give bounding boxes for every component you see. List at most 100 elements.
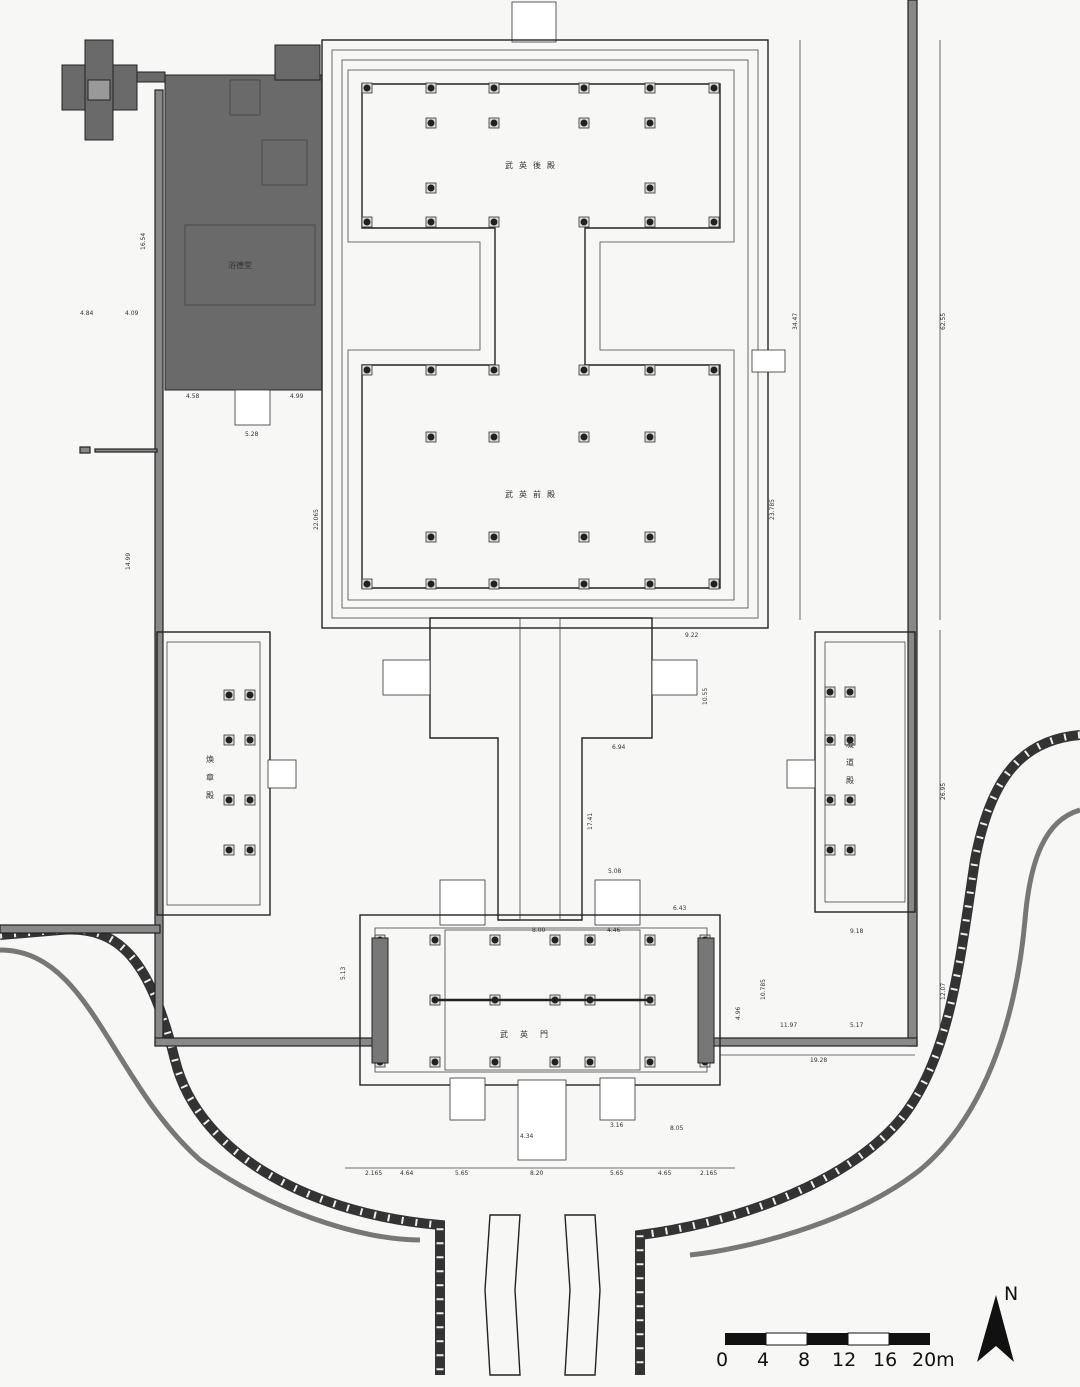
column [646,184,654,192]
svg-text:17.41: 17.41 [587,813,594,830]
svg-text:8.00: 8.00 [532,927,546,934]
west-hall-label: 煥章殿 [206,754,215,809]
front-hall-label: 武英前殿 [505,489,561,499]
scale-label-8: 8 [798,1349,810,1371]
svg-text:2.165: 2.165 [365,1170,382,1177]
column [580,366,588,374]
svg-text:4.64: 4.64 [400,1170,414,1177]
column [710,366,718,374]
column [826,846,834,854]
column [225,796,233,804]
svg-text:19.28: 19.28 [810,1057,827,1064]
column [427,218,435,226]
svg-text:10.785: 10.785 [760,979,767,1000]
gate-label: 武英門 [500,1029,560,1039]
svg-text:5.65: 5.65 [610,1170,624,1177]
svg-text:16.54: 16.54 [140,233,147,250]
svg-text:9.22: 9.22 [685,632,699,639]
courtyard-walls [0,0,918,1047]
west-hall: 煥章殿 [156,631,297,916]
column [646,218,654,226]
svg-text:6.94: 6.94 [612,744,626,751]
column [586,1058,594,1066]
scale-label-16: 16 [873,1349,897,1371]
scale-label-20m: 20m [912,1349,955,1371]
gate-building: 武英門 [359,914,721,1161]
rear-hall-label: 武英後殿 [505,160,561,170]
column [490,218,498,226]
svg-text:5.65: 5.65 [455,1170,469,1177]
svg-text:26.95: 26.95 [940,783,947,800]
svg-text:5.28: 5.28 [245,431,259,438]
scale-label-12: 12 [832,1349,856,1371]
svg-text:14.99: 14.99 [125,553,132,570]
column [427,366,435,374]
dimension-labels: 62.55 34.47 26.95 12.07 19.28 11.97 5.17… [80,233,947,1177]
column [646,433,654,441]
column [586,936,594,944]
column [246,691,254,699]
svg-text:8.20: 8.20 [530,1170,544,1177]
svg-text:10.55: 10.55 [702,688,709,705]
column [490,533,498,541]
svg-text:5.13: 5.13 [340,966,347,980]
column [846,688,854,696]
svg-text:9.18: 9.18 [850,928,864,935]
column [710,84,718,92]
moat [0,730,1080,1375]
scale-bar: 0 4 8 12 16 20m [716,1332,955,1371]
column [826,688,834,696]
column [431,1058,439,1066]
column [246,736,254,744]
column [646,366,654,374]
svg-text:62.55: 62.55 [940,313,947,330]
column [646,119,654,127]
scale-label-0: 0 [716,1349,728,1371]
column [363,84,371,92]
column [551,936,559,944]
column [431,936,439,944]
svg-text:22.065: 22.065 [313,509,320,530]
north-arrow-icon [977,1295,1014,1362]
column [427,119,435,127]
shaded-building-label: 浴德堂 [228,260,252,270]
column [646,936,654,944]
column [363,366,371,374]
column [491,936,499,944]
svg-text:3.16: 3.16 [610,1122,624,1129]
column [580,84,588,92]
svg-text:8.05: 8.05 [670,1125,684,1132]
column [846,796,854,804]
svg-text:2.165: 2.165 [700,1170,717,1177]
svg-text:4.09: 4.09 [125,310,139,317]
svg-text:11.97: 11.97 [780,1022,797,1029]
column [826,796,834,804]
column [225,846,233,854]
column [490,366,498,374]
pavilion [61,39,166,141]
column [646,1058,654,1066]
dimension-lines [345,40,941,1169]
column [646,533,654,541]
svg-text:4.96: 4.96 [735,1006,742,1020]
column [363,218,371,226]
shaded-building: 浴德堂 [164,44,323,426]
bridges [484,1214,601,1376]
column [490,84,498,92]
column [710,218,718,226]
column [225,691,233,699]
svg-text:12.07: 12.07 [940,983,947,1000]
svg-text:4.34: 4.34 [520,1133,534,1140]
svg-text:34.47: 34.47 [792,313,799,330]
column [580,433,588,441]
column [826,736,834,744]
svg-text:6.43: 6.43 [673,905,687,912]
svg-text:5.08: 5.08 [608,868,622,875]
scale-label-4: 4 [757,1349,769,1371]
svg-text:4.84: 4.84 [80,310,94,317]
north-arrow: N [977,1283,1018,1362]
column [580,218,588,226]
svg-text:4.58: 4.58 [186,393,200,400]
column [551,1058,559,1066]
